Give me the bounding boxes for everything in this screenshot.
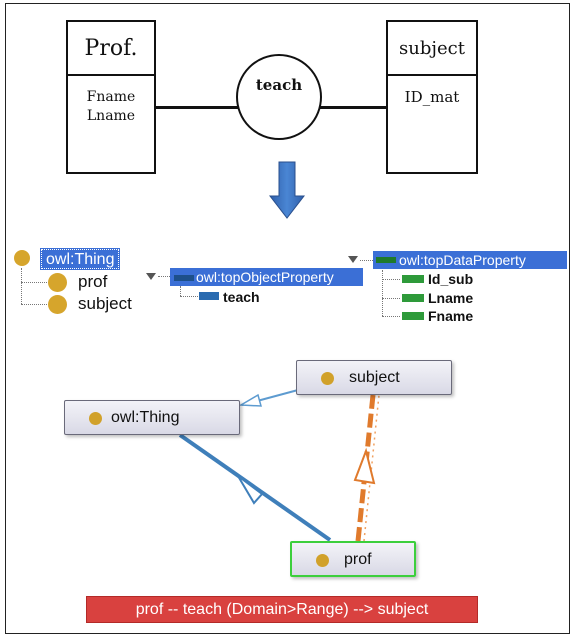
- dataprop-guide-2: [382, 298, 400, 299]
- entity-prof-name: Prof.: [68, 22, 154, 76]
- graph-node-subject[interactable]: subject: [296, 360, 452, 395]
- edge-prof-arrowhead: [237, 475, 264, 505]
- objprop-top-icon: [174, 275, 194, 281]
- class-dot-thing-icon: [14, 250, 30, 266]
- class-tree-guide: [21, 268, 22, 304]
- entity-prof: Prof. Fname Lname: [66, 20, 156, 174]
- class-dot-prof-icon: [48, 273, 67, 292]
- expand-triangle-icon[interactable]: [146, 273, 156, 280]
- relation-caption: prof -- teach (Domain>Range) --> subject: [86, 596, 478, 623]
- dataprop-fname[interactable]: Fname: [428, 308, 474, 324]
- entity-subject-attr-idmat: ID_mat: [404, 88, 460, 106]
- class-prof[interactable]: prof: [78, 272, 108, 291]
- class-subject[interactable]: subject: [78, 294, 132, 313]
- dataprop-lname-icon: [402, 294, 424, 302]
- class-dot-icon: [321, 372, 334, 385]
- edge-teach: [355, 394, 376, 542]
- graph-node-thing-label: owl:Thing: [111, 409, 180, 426]
- dataprop-guide-v: [382, 270, 383, 316]
- entity-subject: subject ID_mat: [386, 20, 478, 174]
- class-tree-branch-subject: [21, 304, 47, 305]
- objprop-guide-h: [158, 276, 170, 277]
- objprop-guide-v: [180, 286, 181, 296]
- dataprop-idsub[interactable]: Id_sub: [428, 271, 474, 287]
- entity-subject-name: subject: [388, 22, 476, 76]
- dataprop-guide-1: [382, 279, 400, 280]
- class-dot-icon: [316, 554, 329, 567]
- objprop-guide-teach: [180, 296, 198, 297]
- objprop-teach-icon: [199, 292, 219, 300]
- er-line-right: [320, 106, 388, 109]
- edge-subject-arrowhead: [238, 393, 262, 407]
- objprop-teach[interactable]: teach: [223, 289, 260, 305]
- dataprop-idsub-icon: [402, 275, 424, 283]
- dataprop-lname[interactable]: Lname: [428, 290, 474, 306]
- graph-node-subject-label: subject: [349, 369, 400, 386]
- dataprop-top[interactable]: owl:topDataProperty: [373, 251, 567, 269]
- dataprop-fname-icon: [402, 312, 424, 320]
- objprop-top-label: owl:topObjectProperty: [196, 269, 334, 285]
- down-arrow-icon: [268, 161, 306, 219]
- er-line-left: [154, 106, 238, 109]
- class-owl-thing[interactable]: owl:Thing: [39, 248, 121, 270]
- relationship-teach: teach: [236, 54, 322, 140]
- graph-node-prof-label: prof: [344, 551, 372, 568]
- entity-prof-attr-fname: Fname: [86, 89, 136, 105]
- dataprop-top-icon: [376, 257, 396, 263]
- class-dot-subject-icon: [48, 295, 67, 314]
- edge-teach-arrowhead: [353, 447, 376, 485]
- edge-teach-dots: [363, 394, 380, 542]
- class-dot-icon: [89, 412, 102, 425]
- dataprop-guide-h: [360, 260, 373, 261]
- objprop-top[interactable]: owl:topObjectProperty: [170, 268, 363, 286]
- graph-node-prof[interactable]: prof: [290, 541, 416, 577]
- expand-triangle-icon[interactable]: [348, 256, 358, 263]
- dataprop-guide-3: [382, 316, 400, 317]
- dataprop-top-label: owl:topDataProperty: [399, 252, 526, 268]
- graph-node-thing[interactable]: owl:Thing: [64, 400, 240, 435]
- entity-prof-attr-lname: Lname: [86, 108, 136, 124]
- class-tree-branch-prof: [21, 282, 47, 283]
